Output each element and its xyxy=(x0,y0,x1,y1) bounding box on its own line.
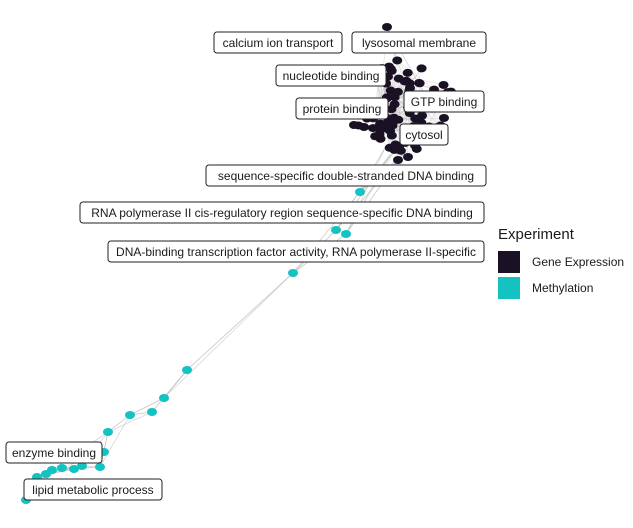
edge xyxy=(129,397,165,416)
label-text: lysosomal membrane xyxy=(362,36,476,50)
node-gene-expression xyxy=(385,126,396,135)
label-calcium-ion-transport: calcium ion transport xyxy=(213,31,343,54)
edge xyxy=(186,272,294,371)
label-box xyxy=(295,97,389,120)
edge xyxy=(151,369,188,413)
label-rna-polymerase-ii-cis-regulatory: RNA polymerase II cis-regulatory region … xyxy=(79,201,485,224)
label-sequence-specific-dna-binding: sequence-specific double-stranded DNA bi… xyxy=(205,164,487,187)
node-gene-expression xyxy=(417,111,428,120)
legend: Experiment Gene Expression Methylation xyxy=(498,226,633,301)
label-text: cytosol xyxy=(405,128,442,142)
legend-label-gene-expression: Gene Expression xyxy=(532,255,625,269)
label-text: enzyme binding xyxy=(12,446,96,460)
node-gene-expression xyxy=(359,123,369,131)
label-nucleotide-binding: nucleotide binding xyxy=(275,64,387,87)
node-gene-expression xyxy=(374,130,385,139)
label-text: GTP binding xyxy=(411,95,478,109)
label-box xyxy=(275,64,387,87)
node-gene-expression xyxy=(373,124,384,133)
node-methylation xyxy=(341,230,351,238)
legend-title: Experiment xyxy=(498,226,574,243)
legend-label-methylation: Methylation xyxy=(532,281,594,295)
label-box xyxy=(403,90,485,113)
legend-swatch-gene-expression xyxy=(498,251,520,273)
node-methylation xyxy=(288,269,298,277)
node-gene-expression xyxy=(392,56,403,65)
label-text: lipid metabolic process xyxy=(32,483,153,497)
label-text: RNA polymerase II cis-regulatory region … xyxy=(91,206,473,220)
label-text: sequence-specific double-stranded DNA bi… xyxy=(218,169,474,183)
label-lipid-metabolic-process: lipid metabolic process xyxy=(23,478,163,501)
label-box xyxy=(351,31,487,54)
node-gene-expression xyxy=(386,105,397,114)
node-methylation xyxy=(331,226,341,234)
node-gene-expression xyxy=(389,93,400,102)
node-methylation xyxy=(57,464,67,472)
node-methylation xyxy=(41,470,51,478)
node-methylation xyxy=(103,428,113,436)
edge xyxy=(107,411,153,433)
node-gene-expression xyxy=(402,68,413,77)
node-gene-expression xyxy=(405,84,416,93)
legend-item-methylation: Methylation xyxy=(498,275,633,301)
label-protein-binding: protein binding xyxy=(295,97,389,120)
label-box xyxy=(5,441,103,464)
edge xyxy=(397,60,435,90)
node-methylation xyxy=(69,465,79,473)
label-box xyxy=(23,478,163,501)
node-gene-expression xyxy=(414,79,425,88)
node-methylation xyxy=(125,411,135,419)
label-box xyxy=(213,31,343,54)
node-gene-expression xyxy=(403,153,413,161)
label-box xyxy=(79,201,485,224)
node-gene-expression xyxy=(393,115,404,124)
legend-swatch-methylation xyxy=(498,277,520,299)
label-box xyxy=(107,240,485,263)
label-cytosol: cytosol xyxy=(399,123,449,146)
node-methylation xyxy=(182,366,192,374)
node-methylation xyxy=(147,408,157,416)
label-text: DNA-binding transcription factor activit… xyxy=(116,245,476,259)
node-methylation xyxy=(95,463,105,471)
label-text: nucleotide binding xyxy=(283,69,380,83)
node-methylation xyxy=(159,394,169,402)
node-layer xyxy=(21,23,457,504)
node-gene-expression xyxy=(382,23,392,31)
node-gene-expression xyxy=(416,64,427,73)
label-box xyxy=(205,164,487,187)
node-gene-expression xyxy=(438,80,449,89)
node-methylation xyxy=(355,188,365,196)
node-gene-expression xyxy=(349,121,359,129)
edge xyxy=(99,414,131,468)
edge xyxy=(107,414,131,433)
legend-item-gene-expression: Gene Expression xyxy=(498,249,633,275)
label-box xyxy=(399,123,449,146)
node-gene-expression xyxy=(393,156,403,164)
node-gene-expression xyxy=(399,77,410,86)
edge xyxy=(163,272,294,399)
label-dna-binding-transcription-factor: DNA-binding transcription factor activit… xyxy=(107,240,485,263)
label-text: protein binding xyxy=(303,102,382,116)
label-text: calcium ion transport xyxy=(223,36,334,50)
label-layer: calcium ion transport lysosomal membrane n… xyxy=(5,31,487,501)
label-lysosomal-membrane: lysosomal membrane xyxy=(351,31,487,54)
node-gene-expression xyxy=(389,145,400,154)
label-gtp-binding: GTP binding xyxy=(403,90,485,113)
node-gene-expression xyxy=(439,114,449,122)
label-enzyme-binding: enzyme binding xyxy=(5,441,103,464)
node-methylation xyxy=(77,462,87,470)
